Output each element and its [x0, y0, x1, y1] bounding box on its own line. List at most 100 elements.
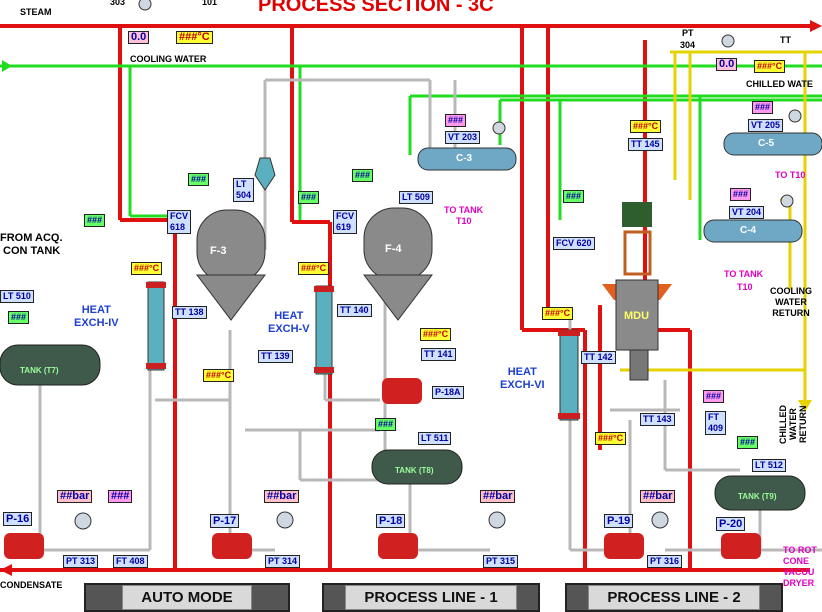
lt-512-tag: LT 512	[752, 459, 786, 472]
t9-level-indicator[interactable]: ###	[737, 436, 759, 449]
c3-vacuum-indicator[interactable]: ###	[445, 114, 467, 127]
fcv-619-indicator[interactable]: ###	[298, 191, 320, 204]
f4-label: F-4	[385, 243, 402, 255]
mdu-inlet-temp[interactable]: ###°C	[542, 307, 574, 320]
condenser-c5	[723, 132, 822, 156]
f3-outlet-temp[interactable]: ###°C	[203, 369, 235, 382]
lt-511-tag: LT 511	[418, 432, 452, 445]
to-tank-t10-label-1: TO TANK	[444, 205, 484, 215]
process-line-2-label: PROCESS LINE - 2	[588, 585, 760, 610]
process-line-1-button[interactable]: PROCESS LINE - 1	[322, 583, 540, 612]
pt-315-pressure[interactable]: ##bar	[480, 490, 516, 503]
ft-408-flow[interactable]: ###	[108, 490, 133, 503]
ft-408-tag: FT 408	[113, 555, 148, 568]
vt-205-tag: VT 205	[748, 119, 784, 132]
cooling-water-temp[interactable]: ###°C	[176, 31, 213, 44]
heat-exch-v-label: HEAT EXCH-V	[268, 310, 310, 335]
pressure-gauges	[74, 0, 802, 530]
chilled-water-return-label: CHILLED WATER RETURN	[778, 405, 808, 444]
pt-314-tag: PT 314	[265, 555, 301, 568]
tank-t9-label: TANK (T9)	[738, 492, 777, 501]
cooling-water-return-label: COOLING WATER RETURN	[770, 286, 812, 318]
tt-141-tag: TT 141	[421, 348, 456, 361]
tank-t8	[371, 449, 463, 485]
pump-p17	[212, 533, 252, 559]
chilled-arrow	[798, 400, 812, 412]
pt-313-tag: PT 313	[63, 555, 99, 568]
mdu-label: MDU	[624, 310, 650, 322]
p-18-tag[interactable]: P-18	[376, 514, 406, 528]
c5-label: C-5	[758, 138, 775, 149]
f3-label: F-3	[210, 245, 227, 257]
pt-101-label: 101	[202, 0, 218, 7]
heat-exch-iv-label: HEAT EXCH-IV	[74, 304, 119, 329]
tt-143-tag: TT 143	[640, 413, 675, 426]
cooling-arrow	[2, 60, 12, 72]
pt-303-label: 303	[110, 0, 126, 7]
p-17-tag[interactable]: P-17	[210, 514, 240, 528]
f3-level-indicator[interactable]: ###	[188, 173, 210, 186]
t10-label-2: T10	[737, 282, 753, 292]
heat-exchanger-vi	[558, 329, 580, 421]
tank-t9	[714, 475, 806, 511]
tt-143-temp[interactable]: ###°C	[595, 432, 627, 445]
c3-label: C-3	[456, 153, 473, 164]
p-16-tag[interactable]: P-16	[3, 512, 33, 526]
p-19-tag[interactable]: P-19	[604, 514, 634, 528]
chilled-water-flow[interactable]: 0.0	[716, 58, 738, 71]
p-20-tag[interactable]: P-20	[716, 517, 746, 531]
to-tank-t10-label-2: TO TANK	[724, 269, 764, 279]
cooling-water-flow[interactable]: 0.0	[128, 31, 150, 44]
to-t10-label: TO T10	[775, 170, 806, 180]
condenser-c3	[417, 147, 517, 171]
cooling-water-label: COOLING WATER	[130, 54, 207, 64]
fcv-620-indicator[interactable]: ###	[563, 190, 585, 203]
pt-316-pressure[interactable]: ##bar	[640, 490, 676, 503]
pump-p16	[4, 533, 44, 559]
heat-exch-vi-label: HEAT EXCH-VI	[500, 366, 545, 391]
tt-label: TT	[780, 35, 791, 45]
steam-arrow	[810, 20, 822, 32]
lt-504-tag: LT 504	[233, 178, 255, 202]
fcv-618-tag: FCV 618	[167, 210, 191, 234]
tank-t8-label: TANK (T8)	[395, 466, 434, 475]
ft-409-indicator[interactable]: ###	[703, 390, 725, 403]
fcv-618-indicator[interactable]: ###	[84, 214, 106, 227]
tank-t7	[0, 344, 101, 386]
from-acq-label: FROM ACQ.	[0, 232, 63, 244]
t7-level-indicator[interactable]: ###	[8, 311, 30, 324]
evaporator-f3	[195, 157, 276, 321]
hx5-inlet-temp[interactable]: ###°C	[298, 262, 330, 275]
fcv-619-tag: FCV 619	[333, 210, 357, 234]
t8-level-indicator[interactable]: ###	[375, 418, 397, 431]
pt-314-pressure[interactable]: ##bar	[264, 490, 300, 503]
tt-138-tag: TT 138	[172, 306, 207, 319]
chilled-lines	[620, 50, 822, 400]
condenser-c4	[703, 219, 803, 243]
page-title: PROCESS SECTION - 3C	[258, 0, 494, 16]
pump-p18a	[382, 378, 422, 404]
c4-vacuum-indicator[interactable]: ###	[730, 188, 752, 201]
pt-316-tag: PT 316	[647, 555, 683, 568]
vt-204-tag: VT 204	[729, 206, 765, 219]
c5-vacuum-indicator[interactable]: ###	[752, 101, 774, 114]
pump-p20	[721, 533, 761, 559]
auto-mode-button[interactable]: AUTO MODE	[84, 583, 290, 612]
condensate-arrow	[0, 564, 12, 576]
condensate-label: CONDENSATE	[0, 580, 63, 590]
f4-level-indicator[interactable]: ###	[352, 169, 374, 182]
tt-139-tag: TT 139	[258, 350, 293, 363]
process-line-2-button[interactable]: PROCESS LINE - 2	[565, 583, 783, 612]
c5-inlet-temp[interactable]: ###°C	[630, 120, 662, 133]
f4-outlet-temp[interactable]: ###°C	[420, 328, 452, 341]
c4-label: C-4	[740, 225, 757, 236]
heat-exchanger-iv	[146, 281, 166, 371]
hx4-inlet-temp[interactable]: ###°C	[131, 262, 163, 275]
vt-203-tag: VT 203	[445, 131, 481, 144]
auto-mode-label: AUTO MODE	[122, 585, 252, 610]
pt-313-pressure[interactable]: ##bar	[57, 490, 93, 503]
chilled-water-label: CHILLED WATE	[746, 79, 813, 89]
lt-510-tag: LT 510	[0, 290, 34, 303]
chilled-water-temp[interactable]: ###°C	[754, 60, 786, 73]
